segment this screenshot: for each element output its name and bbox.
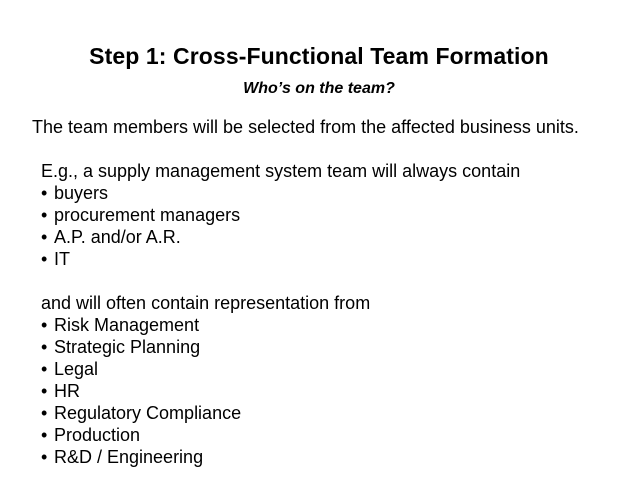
list-item: • Regulatory Compliance: [41, 402, 628, 424]
list-item: • Legal: [41, 358, 628, 380]
list-item-label: Production: [54, 425, 141, 445]
slide-body: The team members will be selected from t…: [32, 116, 628, 468]
list-item-label: Legal: [54, 359, 99, 379]
list-item-label: Strategic Planning: [54, 337, 201, 357]
list-item: • Risk Management: [41, 314, 628, 336]
lead-spacer: [32, 138, 628, 160]
bullet-dot-icon: •: [41, 359, 48, 379]
list-item: • Strategic Planning: [41, 336, 628, 358]
list-item-label: buyers: [54, 183, 109, 203]
list-item: • HR: [41, 380, 628, 402]
list-item: • procurement managers: [41, 204, 628, 226]
bullet-dot-icon: •: [41, 227, 48, 247]
group-spacer: [41, 270, 628, 292]
bullet-dot-icon: •: [41, 315, 48, 335]
bullet-dot-icon: •: [41, 425, 48, 445]
lead-paragraph: The team members will be selected from t…: [32, 117, 579, 137]
list-item: • A.P. and/or A.R.: [41, 226, 628, 248]
bullet-list-often-contain: • Risk Management • Strategic Planning • Le…: [41, 314, 628, 468]
page-subtitle: Who’s on the team?: [243, 80, 395, 98]
list-item-label: IT: [54, 249, 70, 269]
list-item-label: A.P. and/or A.R.: [54, 227, 181, 247]
bullet-dot-icon: •: [41, 183, 48, 203]
bullet-list-always-contain: • buyers • procurement managers • A.P. and/…: [41, 182, 628, 270]
bullet-dot-icon: •: [41, 447, 48, 467]
list-item-label: Regulatory Compliance: [54, 403, 242, 423]
list-item: • buyers: [41, 182, 628, 204]
list-item-label: R&D / Engineering: [54, 447, 204, 467]
list-item-label: HR: [54, 381, 80, 401]
bullet-group-always-contain: E.g., a supply management system team wi…: [41, 160, 628, 468]
group-intro-often-contain: and will often contain representation fr…: [41, 293, 371, 313]
bullet-dot-icon: •: [41, 337, 48, 357]
list-item: • R&D / Engineering: [41, 446, 628, 468]
list-item-label: Risk Management: [54, 315, 200, 335]
group-intro-always-contain: E.g., a supply management system team wi…: [41, 161, 521, 181]
bullet-dot-icon: •: [41, 381, 48, 401]
bullet-dot-icon: •: [41, 249, 48, 269]
bullet-dot-icon: •: [41, 403, 48, 423]
list-item: • Production: [41, 424, 628, 446]
list-item-label: procurement managers: [54, 205, 241, 225]
list-item: • IT: [41, 248, 628, 270]
bullet-dot-icon: •: [41, 205, 48, 225]
page-title: Step 1: Cross-Functional Team Formation: [89, 43, 549, 70]
